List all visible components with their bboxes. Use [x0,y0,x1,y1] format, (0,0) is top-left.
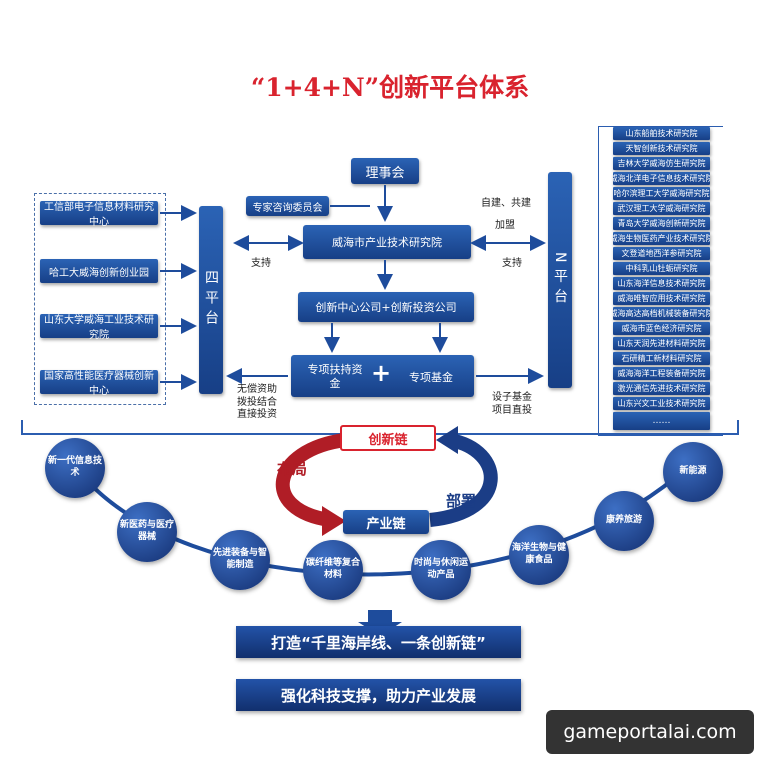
self-build-label: 自建、共建 [481,198,531,209]
n-platform-item: 威海市蓝色经济研究院 [613,322,710,335]
n-platform-item: 哈尔滨理工大学威海研究院 [613,187,710,200]
council-box: 理事会 [351,158,419,184]
layout-arrow [275,433,347,527]
advisory-box: 专家咨询委员会 [246,196,329,216]
set-fund-label: 设子基金 项目直投 [492,392,532,416]
deploy-arrow [429,433,498,527]
n-platform-item: 文登道地西洋参研究院 [613,247,710,260]
industry-circle: 新能源 [663,442,723,502]
n-platform-item: 武汉理工大学威海研究院 [613,202,710,215]
slogan-bar-2: 强化科技支撑，助力产业发展 [236,679,521,711]
plus-sign: + [371,359,392,387]
industry-circle: 先进装备与智能制造 [210,530,270,590]
layout-arrowhead [322,506,346,536]
platform-item: 山东大学威海工业技术研究院 [40,314,158,341]
n-platform-item: …… [613,412,710,430]
n-platform-item: 威海生物医药产业技术研究院 [613,232,710,245]
n-platform-item: 威海高达高档机械装备研究院 [613,307,710,320]
n-platform-item: 天智创新技术研究院 [613,142,710,155]
n-platform-item: 威海唯智应用技术研究院 [613,292,710,305]
innovation-chain-box: 创新链 [340,425,436,451]
fund-box: 专项扶持资金 + 专项基金 [291,355,474,397]
n-platform-item: 威海北洋电子信息技术研究院 [613,172,710,185]
platform-item: 国家高性能医疗器械创新中心 [40,370,158,397]
n-platform-item: 青岛大学威海创新研究院 [613,217,710,230]
n-platform-item: 威海海洋工程装备研究院 [613,367,710,380]
special-fund-label: 专项基金 [409,371,453,384]
support-right-label: 支持 [502,258,522,269]
platform-item: 工信部电子信息材料研究中心 [40,201,158,228]
industry-circle: 康养旅游 [594,491,654,551]
industry-circle: 新医药与医疗器械 [117,502,177,562]
watermark: gameportalai.com [546,710,754,754]
n-platform-item: 山东船舶技术研究院 [613,127,710,140]
n-platform-item: 中科乳山牡蛎研究院 [613,262,710,275]
company-box: 创新中心公司+创新投资公司 [298,292,474,322]
support-left-label: 支持 [251,258,271,269]
n-platform-item: 石研精工新材料研究院 [613,352,710,365]
page-title: “1+4+N”创新平台体系 [250,73,530,102]
n-platform-item: 山东海洋信息技术研究院 [613,277,710,290]
institute-box: 威海市产业技术研究院 [303,225,471,259]
platform-item: 哈工大威海创新创业园 [40,259,158,283]
industry-chain-box: 产业链 [343,510,429,534]
deploy-arrowhead [436,426,458,454]
n-platform-group [598,126,723,436]
four-platform-label: 四平台 [203,270,219,330]
free-funding-label: 无偿资助 拨投结合 直接投资 [237,384,277,420]
n-platform-item: 山东兴文工业技术研究院 [613,397,710,410]
industry-circle: 新一代信息技术 [45,438,105,498]
n-platform-item: 激光通信先进技术研究院 [613,382,710,395]
n-platform-item: 吉林大学威海仿生研究院 [613,157,710,170]
deploy-label: 部署 [446,492,477,510]
special-support-label: 专项扶持资金 [307,363,363,390]
four-platform-group [34,193,166,405]
n-platform-label: N平台 [552,251,568,309]
industry-circle: 碳纤维等复合材料 [303,540,363,600]
down-arrow [358,610,402,636]
industry-circle: 时尚与休闲运动产品 [411,540,471,600]
four-platform-bar: 四平台 [199,206,223,394]
innovation-chain-label: 创新链 [368,432,408,448]
join-label: 加盟 [495,220,515,231]
layout-label: 布局 [277,460,308,478]
n-platform-item: 山东天润先进材料研究院 [613,337,710,350]
industry-circle: 海洋生物与健康食品 [509,525,569,585]
n-platform-bar: N平台 [548,172,572,388]
slogan-bar-1: 打造“千里海岸线、一条创新链” [236,626,521,658]
